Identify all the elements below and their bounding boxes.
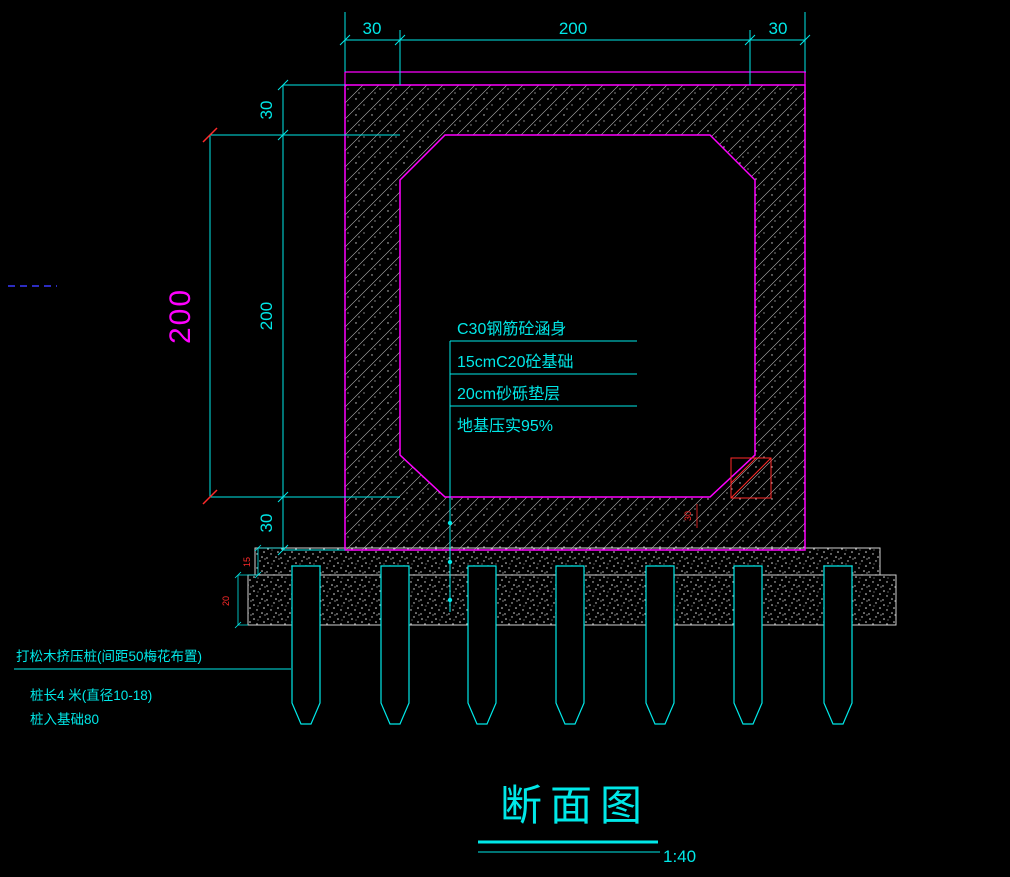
dimension-top [339, 12, 811, 85]
annotation-line-3: 20cm砂砾垫层 [457, 385, 560, 403]
annotation-line-2: 15cmC20砼基础 [457, 353, 573, 371]
annotation-line-4: 地基压实95% [457, 417, 553, 435]
culvert-top-line [344, 71, 806, 85]
dim-left-top: 30 [257, 101, 276, 120]
dimension-ticks [234, 544, 262, 629]
pile-note-3: 桩入基础80 [30, 711, 99, 727]
pile [555, 565, 585, 725]
leader-dot [447, 520, 453, 526]
pile-note-2: 桩长4 米(直径10-18) [30, 688, 152, 703]
dimension-foundation [234, 544, 283, 629]
dim-left-middle: 200 [257, 302, 276, 330]
red-dimension-ticks [202, 127, 218, 505]
drawing-title: 断面图 [500, 782, 650, 829]
dim-top-middle: 200 [559, 19, 587, 38]
dimension-left-overall [202, 127, 345, 505]
dim-foundation-red-2: 20 [221, 596, 231, 606]
dim-chamfer-red: 30 [683, 511, 693, 521]
detail-box [730, 457, 772, 499]
dim-left-overall-label: 200 [164, 288, 197, 344]
pile [645, 565, 675, 725]
pile [823, 565, 853, 725]
detail-diagonals [730, 457, 772, 499]
dimension-ticks [339, 34, 811, 46]
extension-lines [344, 12, 806, 85]
title-block: 断面图 1:40 [478, 782, 696, 866]
annotation-underlines [450, 340, 637, 407]
leader-dot [447, 559, 453, 565]
culvert-body-section [344, 84, 806, 551]
dim-top-left: 30 [363, 19, 382, 38]
extension-lines [283, 84, 400, 551]
pile-note-1: 打松木挤压桩(间距50梅花布置) [16, 648, 202, 664]
annotation-line-1: C30钢筋砼涵身 [457, 320, 566, 338]
chamfer-detail-red [696, 457, 772, 528]
pile [380, 565, 410, 725]
leader-dot [447, 597, 453, 603]
pile-group [291, 565, 853, 725]
dimension-lines [237, 548, 259, 625]
dim-top-right: 30 [769, 19, 788, 38]
pile [733, 565, 763, 725]
extension-lines [238, 547, 283, 626]
pile [291, 565, 321, 725]
annotation-leader [449, 340, 637, 612]
drawing-scale: 1:40 [663, 847, 696, 866]
dim-left-bottom: 30 [257, 514, 276, 533]
extension-lines [210, 134, 345, 498]
pile [467, 565, 497, 725]
dim-foundation-red-1: 15 [242, 557, 252, 567]
